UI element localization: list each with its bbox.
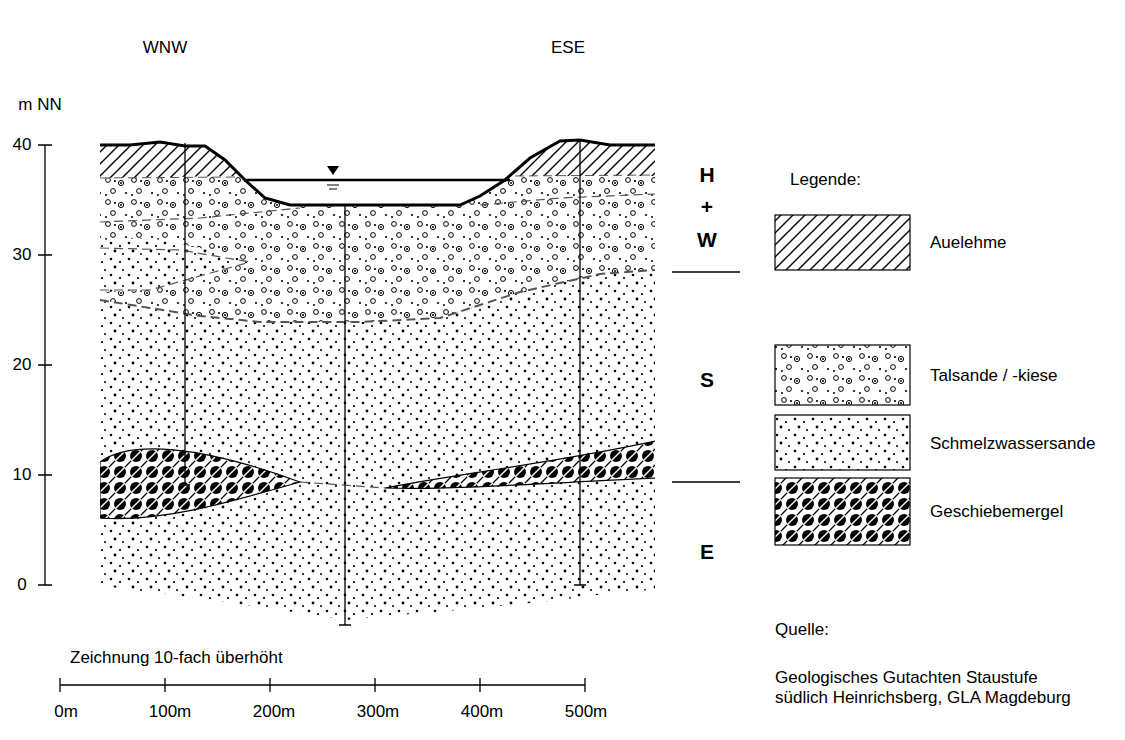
tick-label: 10 [13, 465, 32, 485]
legend-text: Talsande / -kiese [930, 366, 1058, 386]
unit-label: H [699, 162, 714, 187]
scale-label: 0m [54, 702, 78, 722]
tick-label: 30 [13, 245, 32, 265]
legend-heading: Legende: [790, 170, 861, 190]
source-text: Geologisches Gutachten Staustufe südlich… [775, 668, 1075, 709]
scale-bar [60, 678, 585, 692]
till-lens [100, 449, 300, 519]
water-level [245, 179, 510, 182]
direction-label: ESE [551, 38, 585, 58]
tick-label: 40 [13, 135, 32, 155]
legend-swatch [775, 215, 910, 270]
sand-lens [100, 238, 250, 292]
valley-sand [100, 170, 655, 322]
scale-label: 200m [253, 702, 296, 722]
boundaries [100, 175, 655, 488]
legend-swatch [775, 478, 910, 545]
ground-surface [100, 140, 655, 205]
unit-label: + [701, 194, 713, 219]
meltwater-sand [90, 130, 670, 630]
axis-unit: m NN [18, 95, 61, 115]
legend-text: Schmelzwassersande [930, 434, 1095, 454]
direction-label: WNW [143, 38, 187, 58]
legend-text: Auelehme [930, 233, 1007, 253]
water-symbol [327, 166, 339, 175]
legend-text: Geschiebemergel [930, 502, 1063, 522]
source-heading: Quelle: [775, 620, 829, 640]
scale-label: 300m [357, 702, 400, 722]
till-lens [385, 440, 660, 488]
unit-separators [672, 272, 740, 482]
y-axis [38, 145, 52, 585]
scale-label: 400m [461, 702, 504, 722]
layers [90, 130, 670, 630]
legend-swatch [775, 415, 910, 470]
scale-label: 100m [149, 702, 192, 722]
legend-swatches [775, 215, 910, 545]
unit-label: E [700, 539, 714, 564]
boreholes [180, 140, 586, 625]
tick-label: 20 [13, 355, 32, 375]
exaggeration-note: Zeichnung 10-fach überhöht [70, 648, 283, 668]
scale-label: 500m [565, 702, 608, 722]
unit-label: S [700, 367, 714, 392]
tick-label: 0 [17, 575, 26, 595]
legend-swatch [775, 345, 910, 405]
water-symbol [327, 185, 339, 189]
unit-label: W [697, 227, 717, 252]
